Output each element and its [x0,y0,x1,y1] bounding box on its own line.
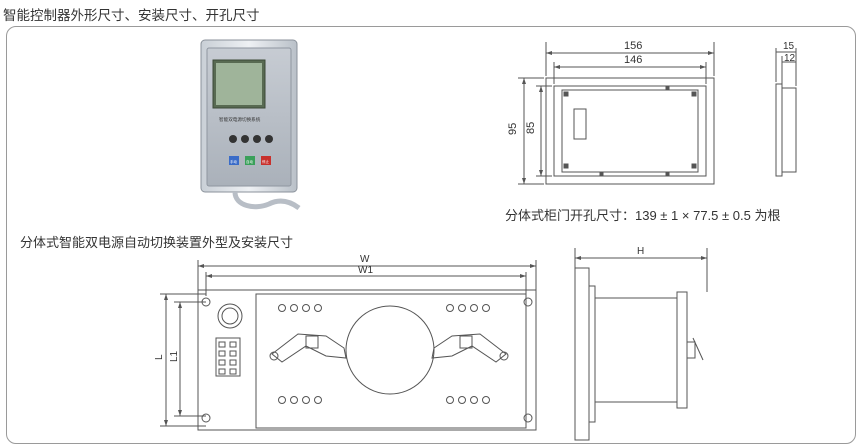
page-title: 智能控制器外形尺寸、安装尺寸、开孔尺寸 [3,8,260,23]
dim-15-label: 15 [783,41,795,52]
dim-h-label: H [637,246,644,257]
dim-w-label: W [360,254,370,265]
green-button [245,156,255,165]
dim-l-label: L [154,354,165,360]
dim-85-label: 85 [525,122,537,134]
controller-buttons [229,135,273,143]
dim-12-label: 12 [784,53,796,64]
dim-l1-label: L1 [169,350,180,362]
content-frame [6,26,856,444]
red-button [261,156,271,165]
split-unit-side-view: H [574,246,708,441]
blue-button-label: 手动 [230,159,237,164]
split-unit-caption: 分体式智能双电源自动切换装置外型及安装尺寸 [20,235,294,250]
dim-156-label: 156 [624,40,642,52]
controller-photo: 智能双电源切换系统 手动 自动 停止 [200,39,301,211]
cutout-caption: 分体式柜门开孔尺寸：139 ± 1 × 77.5 ± 0.5 为根 [505,208,781,223]
blue-button [229,156,239,165]
dim-146-label: 146 [624,54,642,66]
door-cutout-drawing: 156 146 95 85 15 12 [507,40,797,185]
controller-label-strip: 智能双电源切换系统 [219,116,261,123]
red-button-label: 停止 [262,159,270,164]
green-button-label: 自动 [246,159,253,164]
dim-w1-label: W1 [358,265,373,276]
split-unit-front-view: W W1 L L1 [154,254,537,431]
dim-95-label: 95 [507,123,519,135]
